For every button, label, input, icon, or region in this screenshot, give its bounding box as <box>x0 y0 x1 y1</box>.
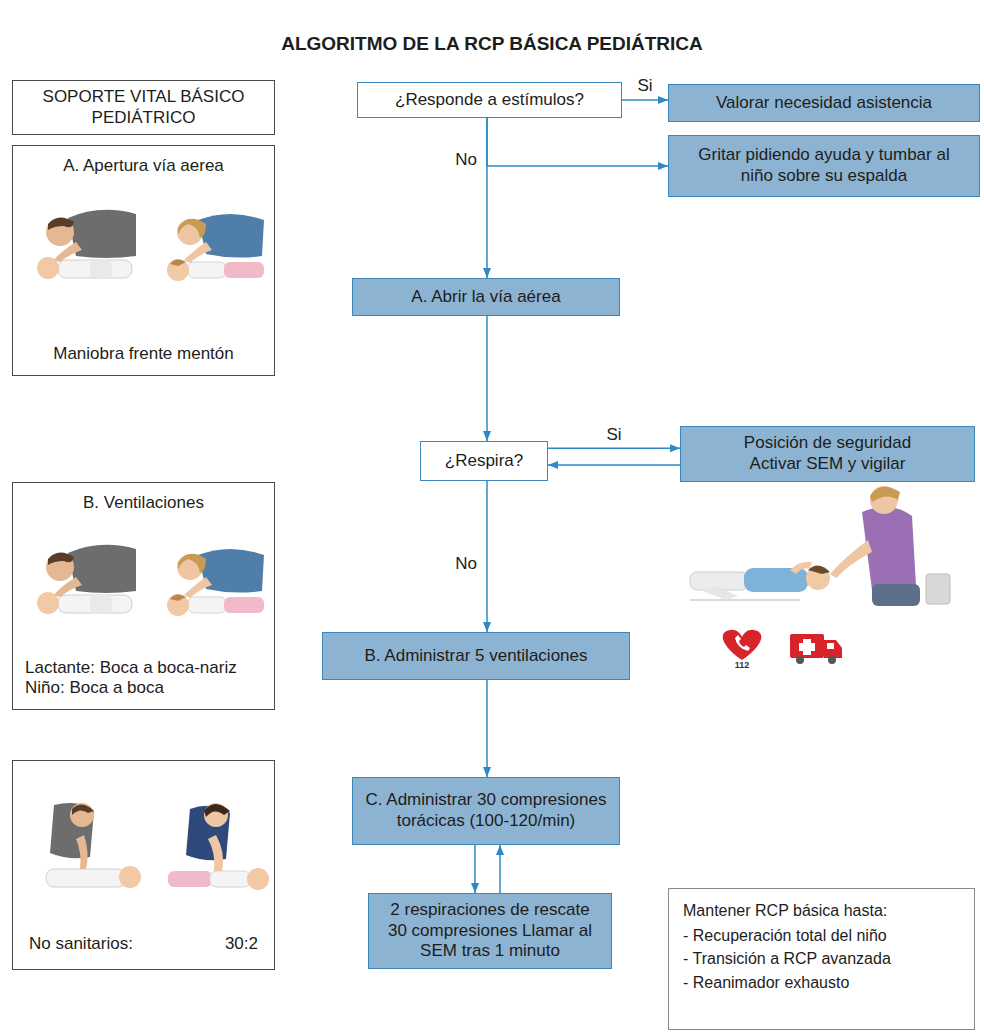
diagram-title: ALGORITMO DE LA RCP BÁSICA PEDIÁTRICA <box>0 33 984 55</box>
box-text: A. Abrir la vía aérea <box>411 287 560 308</box>
decision-box: ¿Respira? <box>420 441 548 481</box>
compress-child-photo <box>168 803 269 890</box>
figure-shape <box>700 586 738 600</box>
figure-shape <box>690 572 748 590</box>
note-item: - Transición a RCP avanzada <box>683 947 960 970</box>
process-box: Valorar necesidad asistencia <box>668 84 980 122</box>
panel-caption: Maniobra frente mentón <box>25 344 262 365</box>
panel-caption: Lactante: Boca a boca-nariz <box>25 658 262 679</box>
panel-caption: 30:2 <box>225 934 258 955</box>
edge-label: Si <box>635 77 654 96</box>
panel-caption: Niño: Boca a boca <box>25 678 262 699</box>
emergency-number: 112 <box>735 661 750 670</box>
panel-caption-row: No sanitarios: 30:2 <box>29 934 258 955</box>
box-text: B. Administrar 5 ventilaciones <box>365 646 588 667</box>
box-text: ¿Respira? <box>445 451 523 471</box>
process-box: Posición de seguridad Activar SEM y vigi… <box>680 426 975 482</box>
edge-label: No <box>453 555 479 574</box>
flow-arrow <box>486 481 488 632</box>
process-box: Gritar pidiendo ayuda y tumbar al niño s… <box>668 135 980 197</box>
figure-shape <box>828 656 836 664</box>
airway-child-photo <box>167 214 264 281</box>
section-title-box: SOPORTE VITAL BÁSICO PEDIÁTRICO <box>12 80 275 135</box>
figure-shape <box>827 643 834 649</box>
figure-shape <box>872 584 920 606</box>
illustration-panel: No sanitarios: 30:2 <box>12 760 275 970</box>
figure-shape <box>824 640 842 658</box>
figure-shape <box>744 568 808 592</box>
breath-child-photo <box>167 549 264 616</box>
compress-infant-photo <box>46 803 141 888</box>
figure-shape <box>870 487 900 502</box>
figure-shape <box>735 635 750 651</box>
flow-arrow <box>486 680 488 777</box>
flow-arrow <box>487 118 668 166</box>
flow-arrow <box>474 845 476 893</box>
process-box: B. Administrar 5 ventilaciones <box>322 632 630 680</box>
edge-label: No <box>453 151 479 170</box>
illustration-panel: A. Apertura vía aereaManiobra frente men… <box>12 145 275 376</box>
breath-infant-photo <box>37 545 136 614</box>
flow-arrow <box>486 118 488 278</box>
box-text: Posición de seguridad Activar SEM y vigi… <box>725 433 930 474</box>
decision-box: ¿Responde a estímulos? <box>357 82 622 118</box>
figure-shape <box>723 630 762 660</box>
edge-label: Si <box>604 426 623 445</box>
flow-arrow <box>548 447 680 449</box>
note-item: - Reanimador exhausto <box>683 971 960 994</box>
panel-caption-group: Lactante: Boca a boca-narizNiño: Boca a … <box>25 658 262 699</box>
box-text: C. Administrar 30 compresiones torácicas… <box>365 790 607 831</box>
box-text: 2 respiraciones de rescate 30 compresion… <box>381 900 599 962</box>
figure-shape <box>790 634 824 658</box>
illustration-panel: B. VentilacionesLactante: Boca a boca-na… <box>12 482 275 710</box>
box-text: SOPORTE VITAL BÁSICO PEDIÁTRICO <box>25 87 262 128</box>
panel-caption-group: Maniobra frente mentón <box>25 344 262 365</box>
airway-infant-photo <box>37 210 136 279</box>
figure-shape <box>926 574 950 604</box>
flow-arrow <box>622 99 668 101</box>
figure-shape <box>690 599 800 601</box>
figure-shape <box>806 566 830 590</box>
figure-shape <box>790 562 812 574</box>
process-box: 2 respiraciones de rescate 30 compresion… <box>368 893 612 969</box>
note-box: Mantener RCP básica hasta:- Recuperación… <box>668 888 975 1030</box>
ambulance-icon <box>790 634 842 664</box>
flow-arrow <box>548 464 680 466</box>
panel-caption: No sanitarios: <box>29 934 133 955</box>
flow-arrow <box>486 316 488 441</box>
process-box: C. Administrar 30 compresiones torácicas… <box>352 777 620 845</box>
box-text: ¿Responde a estímulos? <box>395 90 584 110</box>
panel-heading: A. Apertura vía aerea <box>25 156 262 177</box>
emergency-phone-icon <box>723 630 762 660</box>
figure-shape <box>808 565 830 574</box>
flow-arrow <box>499 845 501 893</box>
note-item: - Recuperación total del niño <box>683 924 960 947</box>
figure-shape <box>799 643 815 651</box>
figure-shape <box>830 540 872 578</box>
figure-shape <box>796 656 804 664</box>
note-heading: Mantener RCP básica hasta: <box>683 899 960 922</box>
box-text: Gritar pidiendo ayuda y tumbar al niño s… <box>681 145 967 186</box>
panel-heading: B. Ventilaciones <box>25 493 262 514</box>
recovery-position-figure <box>690 486 950 606</box>
process-box: A. Abrir la vía aérea <box>352 278 620 316</box>
box-text: Valorar necesidad asistencia <box>716 93 932 114</box>
